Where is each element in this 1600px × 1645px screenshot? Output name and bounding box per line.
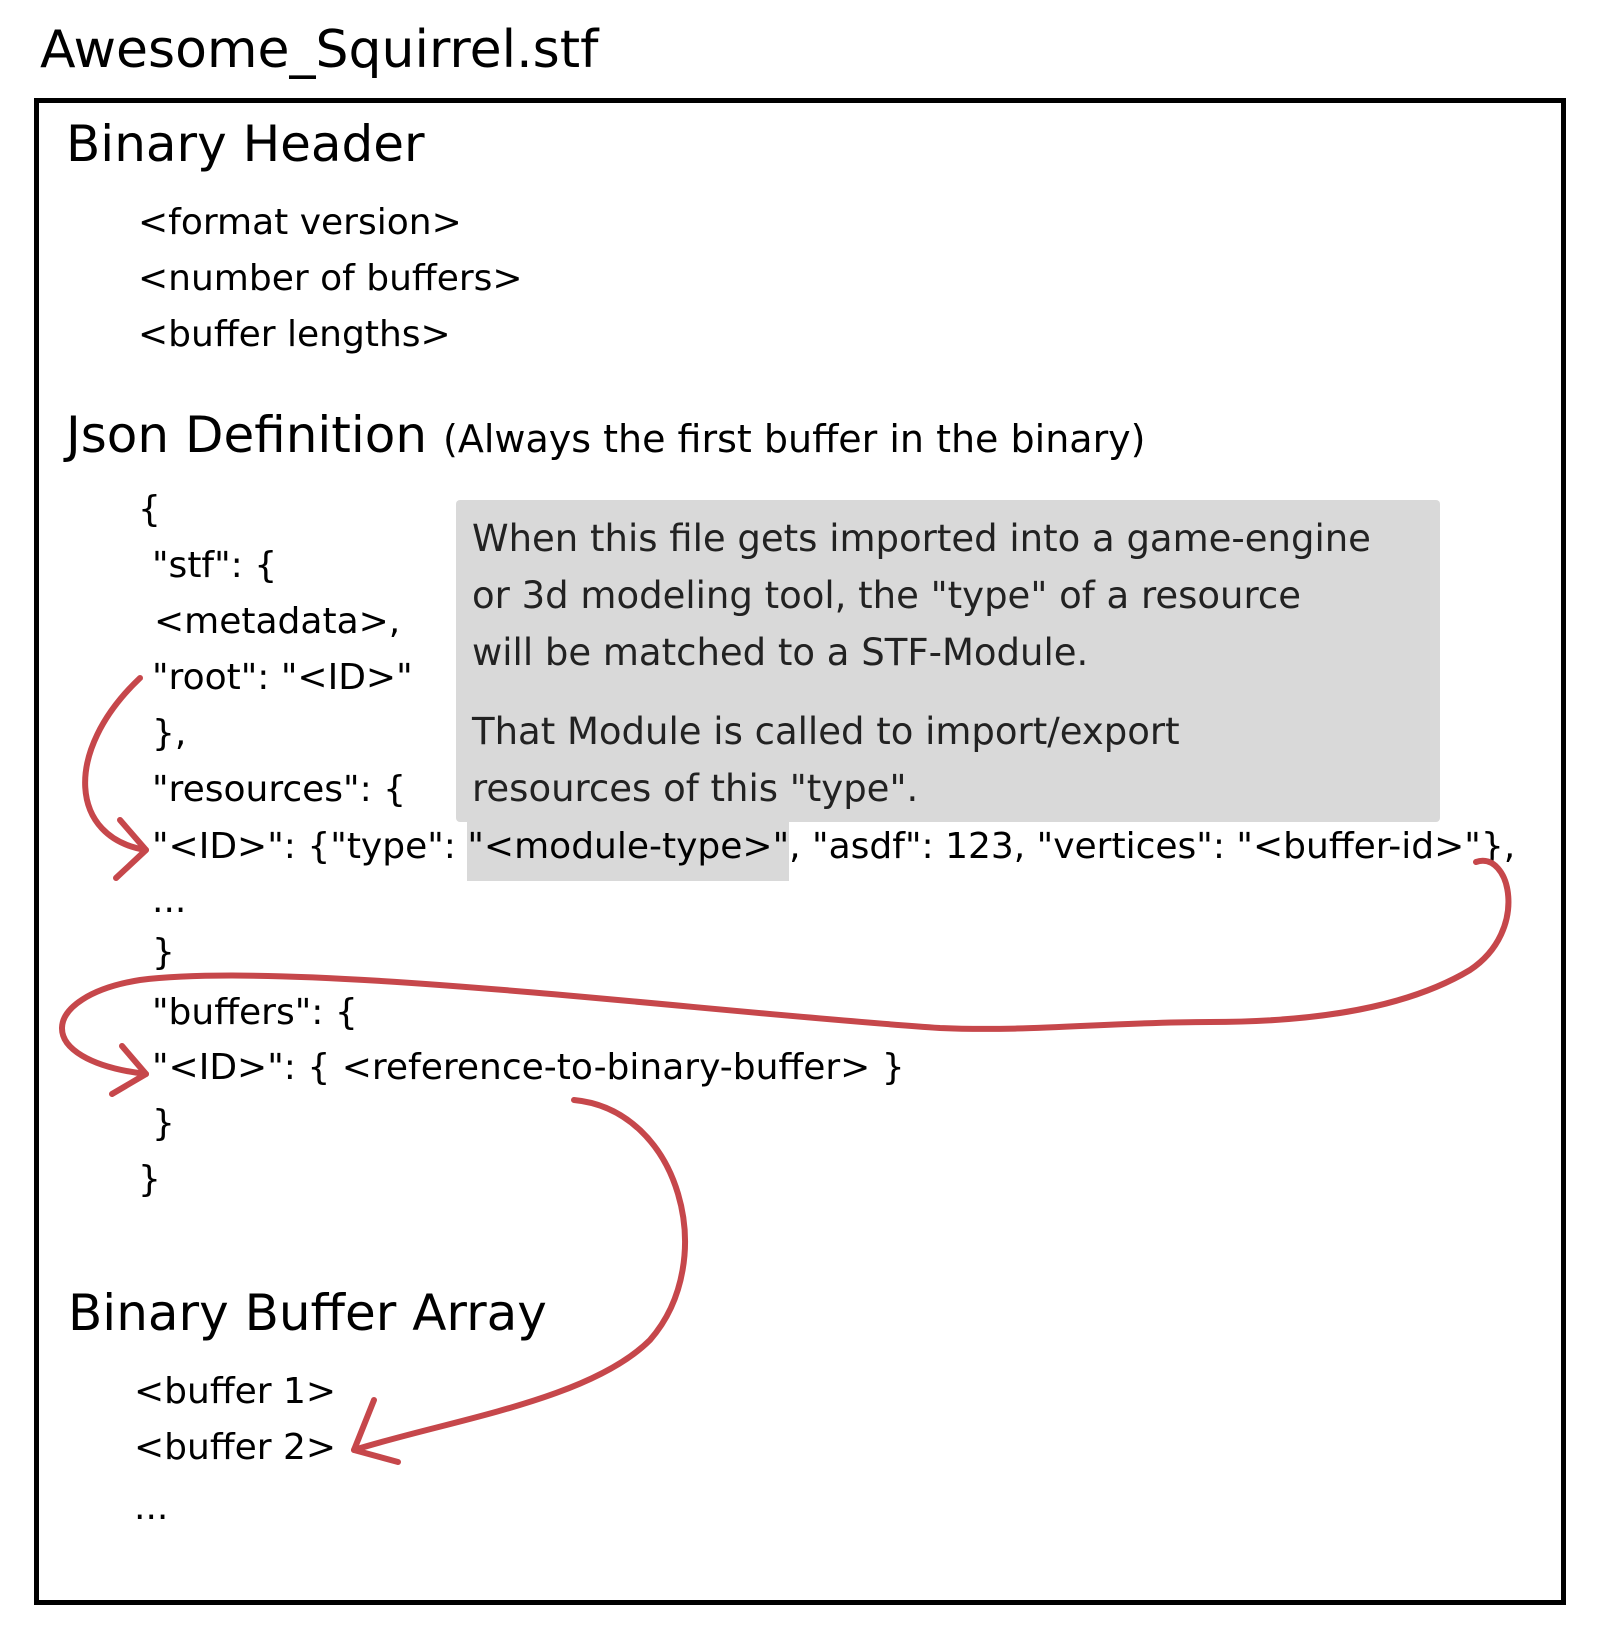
json-definition-note: (Always the first buffer in the binary) bbox=[443, 417, 1146, 461]
callout-line: That Module is called to import/export bbox=[472, 710, 1180, 753]
module-type-highlight: "<module-type>" bbox=[467, 818, 790, 881]
json-buffers-open: "buffers": { bbox=[152, 992, 358, 1033]
header-item-format-version: <format version> bbox=[138, 202, 462, 243]
json-close-brace: } bbox=[138, 1159, 161, 1200]
json-definition-heading: Json Definition (Always the first buffer… bbox=[66, 405, 1146, 469]
json-metadata: <metadata>, bbox=[154, 601, 401, 642]
buffer-item-1: <buffer 1> bbox=[134, 1371, 337, 1412]
callout-paragraph-2: That Module is called to import/export r… bbox=[472, 703, 1424, 817]
json-resources-open: "resources": { bbox=[152, 769, 407, 810]
json-resources-ellipsis: ... bbox=[152, 880, 187, 921]
json-definition-title: Json Definition bbox=[66, 406, 428, 464]
buffer-item-ellipsis: ... bbox=[134, 1487, 169, 1528]
resource-entry-suffix: , "asdf": 123, "vertices": "<buffer-id>"… bbox=[789, 826, 1516, 867]
json-buffers-close: } bbox=[152, 1103, 175, 1144]
callout-line: or 3d modeling tool, the "type" of a res… bbox=[472, 574, 1301, 617]
file-name: Awesome_Squirrel.stf bbox=[40, 20, 599, 80]
json-stf-close: }, bbox=[152, 713, 187, 754]
resource-entry-prefix: "<ID>": {"type": bbox=[152, 826, 468, 867]
buffer-item-2: <buffer 2> bbox=[134, 1427, 337, 1468]
binary-buffer-array-heading: Binary Buffer Array bbox=[68, 1284, 547, 1342]
json-stf-open: "stf": { bbox=[152, 545, 278, 586]
callout-paragraph-1: When this file gets imported into a game… bbox=[472, 510, 1424, 681]
json-resources-close: } bbox=[152, 932, 175, 973]
json-resource-entry: "<ID>": {"type": "<module-type>", "asdf"… bbox=[152, 818, 1516, 881]
binary-header-heading: Binary Header bbox=[66, 115, 425, 173]
json-buffer-entry: "<ID>": { <reference-to-binary-buffer> } bbox=[152, 1047, 905, 1088]
callout-line: will be matched to a STF-Module. bbox=[472, 631, 1089, 674]
file-frame bbox=[34, 98, 1566, 1605]
callout-line: When this file gets imported into a game… bbox=[472, 517, 1371, 560]
module-type-callout: When this file gets imported into a game… bbox=[456, 500, 1440, 822]
header-item-buffer-lengths: <buffer lengths> bbox=[138, 314, 451, 355]
callout-line: resources of this "type". bbox=[472, 767, 919, 810]
json-root: "root": "<ID>" bbox=[152, 657, 413, 698]
header-item-number-of-buffers: <number of buffers> bbox=[138, 258, 523, 299]
json-open-brace: { bbox=[138, 489, 161, 530]
